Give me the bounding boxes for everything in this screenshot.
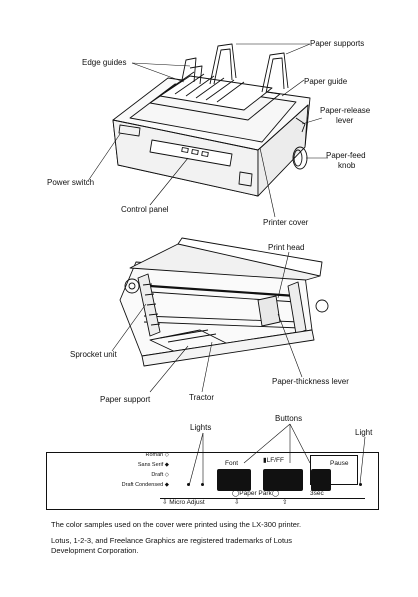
font-sans-serif: Sans Serif ◆ bbox=[137, 462, 169, 468]
font-roman: Roman ◇ bbox=[145, 452, 170, 458]
mechanism-drawing bbox=[119, 237, 329, 367]
font-button-label: Font bbox=[225, 460, 239, 467]
leader-lines-middle bbox=[111, 251, 303, 393]
leader-lines-top bbox=[87, 43, 328, 218]
label-sprocket-unit: Sprocket unit bbox=[70, 350, 117, 359]
label-paper-guide: Paper guide bbox=[304, 77, 348, 86]
label-tractor: Tractor bbox=[189, 393, 215, 402]
light-indicator-1 bbox=[187, 483, 190, 486]
leader-lines-panel bbox=[188, 423, 366, 487]
label-paper-thickness-lever: Paper-thickness lever bbox=[272, 377, 349, 386]
footer-line-1: The color samples used on the cover were… bbox=[51, 520, 302, 529]
down-arrow-icon: ⇩ bbox=[234, 499, 240, 506]
pause-button-label: Pause bbox=[330, 460, 349, 467]
footer-line-3: Development Corporation. bbox=[51, 546, 139, 555]
font-button[interactable] bbox=[217, 469, 251, 491]
label-paper-support: Paper support bbox=[100, 395, 151, 404]
label-paper-feed-knob: Paper-feed knob bbox=[326, 151, 366, 170]
light-indicator-2 bbox=[201, 483, 204, 486]
label-control-panel: Control panel bbox=[121, 205, 169, 214]
pause-box bbox=[310, 455, 358, 485]
label-light: Light bbox=[355, 428, 373, 437]
lf-ff-button-label: ▮LF/FF bbox=[263, 457, 284, 464]
pause-button[interactable] bbox=[311, 469, 331, 491]
micro-adjust-rule bbox=[160, 498, 365, 499]
label-edge-guides: Edge guides bbox=[82, 58, 127, 67]
label-paper-release-lever: Paper-release lever bbox=[320, 106, 371, 125]
font-draft: Draft ◇ bbox=[151, 472, 169, 478]
label-paper-supports: Paper supports bbox=[310, 39, 365, 48]
lf-ff-button[interactable] bbox=[263, 469, 303, 491]
paper-park-label: ◯Paper Park◯ bbox=[232, 490, 280, 497]
footer-line-2: Lotus, 1-2-3, and Freelance Graphics are… bbox=[51, 536, 292, 545]
control-panel: Roman ◇ Sans Serif ◆ Draft ◇ Draft Conde… bbox=[46, 452, 379, 510]
micro-adjust-label: ⇩ Micro Adjust bbox=[162, 499, 205, 506]
up-arrow-icon: ⇧ bbox=[282, 499, 288, 506]
label-power-switch: Power switch bbox=[47, 178, 95, 187]
label-print-head: Print head bbox=[268, 243, 305, 252]
label-printer-cover: Printer cover bbox=[263, 218, 309, 227]
printer-drawing bbox=[112, 43, 311, 197]
label-buttons: Buttons bbox=[275, 414, 303, 423]
pause-light bbox=[359, 483, 362, 486]
three-sec-label: 3sec bbox=[310, 490, 324, 497]
font-draft-condensed: Draft Condensed ◆ bbox=[121, 482, 169, 488]
label-lights: Lights bbox=[190, 423, 212, 432]
